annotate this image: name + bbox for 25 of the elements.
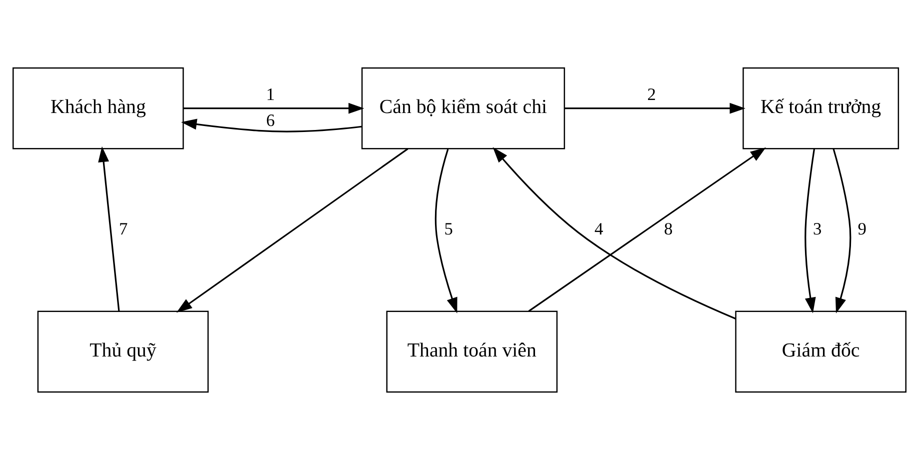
edge-label: 9 [858, 219, 866, 238]
arrow [434, 148, 458, 313]
edge-label: 3 [813, 219, 822, 238]
arrow [176, 148, 408, 312]
arrow [492, 146, 736, 319]
arrow [804, 148, 816, 313]
arrow [181, 118, 362, 132]
edge-label: 7 [118, 219, 128, 238]
arrow [528, 146, 766, 312]
node-box: Khách hàng [12, 66, 184, 149]
edge-label: 5 [444, 219, 453, 238]
arrow [832, 148, 852, 313]
node-box: Cán bộ kiểm soát chi [361, 66, 566, 149]
arrow [98, 146, 120, 311]
edge-label: 1 [266, 84, 275, 104]
arrow [564, 102, 746, 114]
node-box: Thủ quỹ [37, 310, 209, 392]
edge-label: 4 [594, 219, 604, 238]
edge-label: 2 [647, 84, 656, 104]
node-box: Thanh toán viên [386, 310, 558, 392]
node-box: Kế toán trưởng [742, 66, 900, 149]
edge-label: 8 [664, 219, 673, 238]
node-box: Giám đốc [735, 310, 906, 392]
arrow [183, 102, 364, 114]
edge-label: 6 [266, 110, 275, 130]
